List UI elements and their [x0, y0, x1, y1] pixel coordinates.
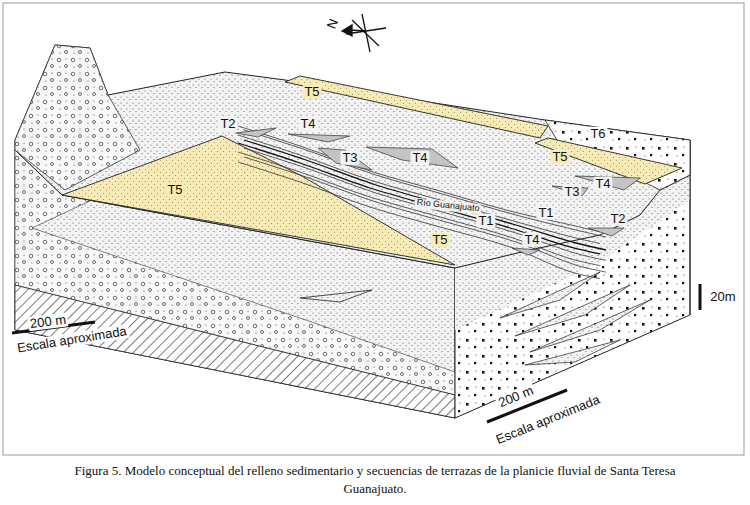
terrace-line	[238, 126, 600, 232]
terrace-lens	[288, 134, 350, 142]
sand-lens	[300, 290, 372, 302]
terrace-lens	[588, 228, 624, 236]
sand-lens	[515, 285, 630, 336]
terrace-label: T2	[608, 212, 627, 226]
terrace-line	[238, 152, 600, 266]
terrace-line	[244, 140, 606, 250]
figure-frame	[3, 3, 744, 455]
terrace-label: T1	[536, 206, 555, 220]
figure-caption: Figura 5. Modelo conceptual del relleno …	[65, 462, 685, 497]
river-label: Río Guanajuato	[414, 198, 482, 215]
sand-lens	[525, 340, 620, 365]
terrace-lens	[318, 148, 372, 170]
terrace-label: T4	[522, 233, 541, 247]
top-surface	[15, 45, 690, 268]
terrace-line	[244, 130, 606, 237]
terrace-lens	[366, 147, 458, 168]
terrace-label: T1	[476, 214, 495, 228]
terrace-line	[238, 162, 600, 279]
terrace-label: T4	[298, 117, 317, 131]
terrace-line	[244, 148, 606, 260]
north-letter: N	[324, 15, 342, 33]
terrace-label: T5	[165, 183, 184, 197]
terrace-line	[244, 157, 606, 272]
illustration-part	[352, 20, 379, 46]
scale-label: 200 m	[27, 312, 69, 331]
north-arrow	[342, 14, 386, 52]
terrace-label: T4	[593, 177, 612, 191]
terrace-line	[238, 135, 600, 244]
terrace-label: T2	[218, 117, 237, 131]
terrace-label: T5	[550, 150, 569, 164]
sand-lens	[530, 300, 650, 352]
terrace-label: T5	[430, 233, 449, 247]
scale-bar	[699, 284, 702, 310]
terrace-label: T6	[588, 127, 607, 141]
scale-label: 200 m	[495, 383, 538, 411]
terrace-label: T4	[410, 151, 429, 165]
bedrock-hatch	[15, 285, 455, 418]
t5-surface	[285, 76, 548, 138]
terrace-line	[238, 143, 600, 254]
terrace-label: T3	[562, 185, 581, 199]
scale-label: 20m	[708, 290, 737, 304]
terrace-lens	[512, 248, 540, 255]
terrace-label: T3	[340, 151, 359, 165]
terrace-lens	[236, 128, 276, 137]
terrace-lines	[238, 126, 606, 279]
illustration-part	[342, 25, 352, 36]
terrace-label: T5	[302, 85, 321, 99]
gravel-hill	[15, 45, 140, 190]
